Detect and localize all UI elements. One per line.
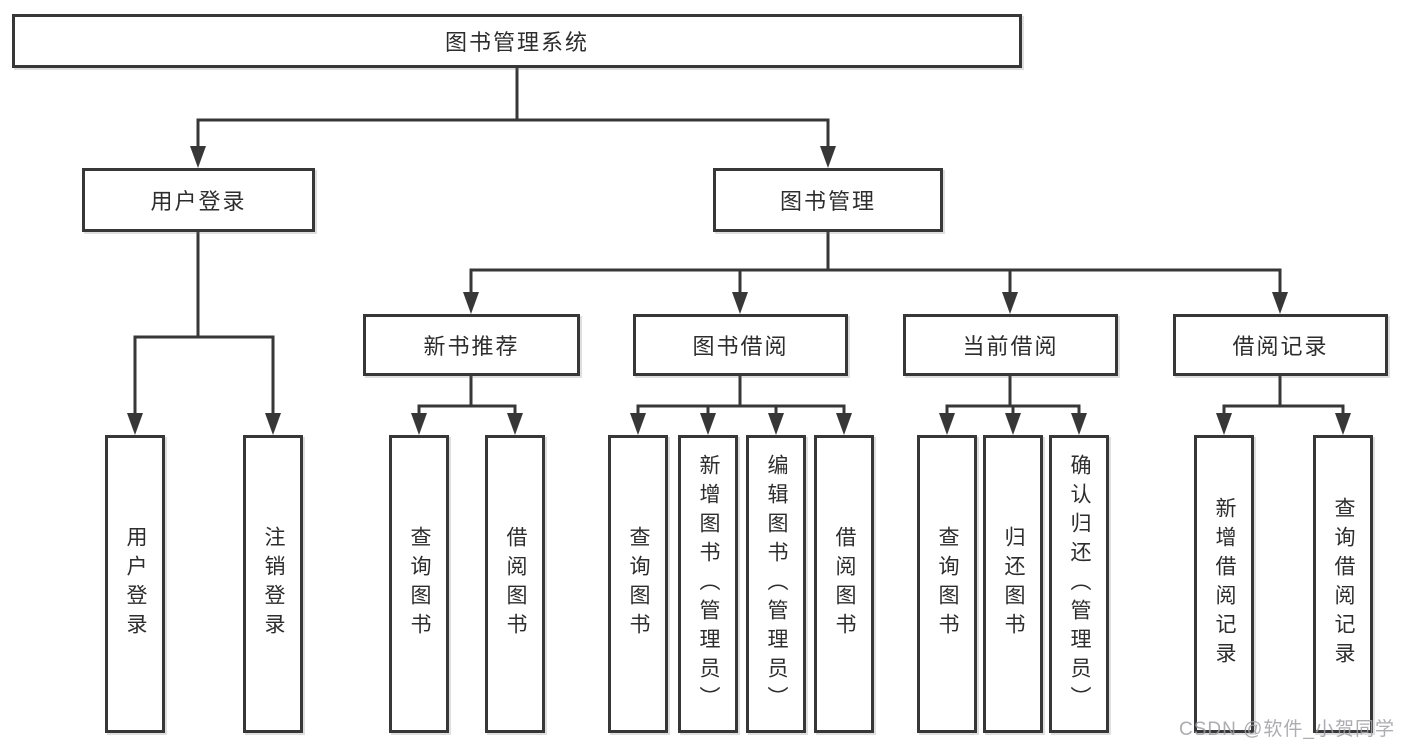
leaf-borrowing-add-label: 新增图书（管理员）	[697, 453, 720, 715]
node-book-borrowing-label: 图书借阅	[692, 334, 789, 359]
arrowhead-cb-confirm	[1071, 413, 1087, 435]
arrowhead-bb-query	[630, 413, 646, 435]
node-borrowing-records: 借阅记录	[1173, 314, 1388, 376]
leaf-current-query: 查询图书	[917, 435, 977, 733]
leaf-current-return-label: 归还图书	[1002, 526, 1025, 642]
node-current-borrowing-label: 当前借阅	[962, 334, 1059, 359]
arrowhead-bb-borrow	[836, 413, 852, 435]
leaf-records-query-label: 查询借阅记录	[1332, 497, 1355, 671]
leaf-borrowing-query-label: 查询图书	[627, 526, 650, 642]
csdn-watermark: CSDN @软件_小贺同学	[1179, 719, 1395, 740]
arrowhead-br-add	[1216, 413, 1232, 435]
arrowhead-new-book	[463, 292, 479, 314]
leaf-borrowing-query: 查询图书	[608, 435, 668, 733]
arrowhead-cb-query	[939, 413, 955, 435]
leaf-borrowing-edit-label: 编辑图书（管理员）	[765, 453, 788, 715]
node-current-borrowing: 当前借阅	[903, 314, 1118, 376]
node-book-borrowing: 图书借阅	[633, 314, 848, 376]
leaf-records-add-label: 新增借阅记录	[1213, 497, 1236, 671]
leaf-newbook-borrow-label: 借阅图书	[504, 526, 527, 642]
leaf-newbook-query-label: 查询图书	[408, 526, 431, 642]
edge-records-children	[1222, 374, 1345, 417]
leaf-borrowing-add: 新增图书（管理员）	[678, 435, 738, 733]
node-user-login-label: 用户登录	[150, 189, 247, 214]
leaf-borrowing-edit: 编辑图书（管理员）	[746, 435, 806, 733]
leaf-records-add: 新增借阅记录	[1194, 435, 1254, 733]
leaf-borrowing-borrow-label: 借阅图书	[833, 526, 856, 642]
leaf-records-query: 查询借阅记录	[1313, 435, 1373, 733]
leaf-user-login: 用户登录	[105, 435, 165, 733]
arrowhead-bb-edit	[768, 413, 784, 435]
leaf-newbook-query: 查询图书	[389, 435, 449, 733]
node-root-system: 图书管理系统	[12, 14, 1022, 68]
node-new-book-recommend-label: 新书推荐	[423, 334, 520, 359]
node-new-book-recommend: 新书推荐	[363, 314, 580, 376]
arrowhead-borrowing	[732, 292, 748, 314]
arrowhead-records	[1272, 292, 1288, 314]
arrowhead-nb-query	[411, 413, 427, 435]
leaf-newbook-borrow: 借阅图书	[485, 435, 545, 733]
edge-new-book-children	[417, 374, 517, 417]
edge-book-mgmt-children	[469, 230, 1282, 296]
node-book-management: 图书管理	[713, 168, 943, 232]
leaf-user-login-label: 用户登录	[124, 526, 147, 642]
node-book-management-label: 图书管理	[779, 189, 876, 214]
arrowhead-bb-add	[700, 413, 716, 435]
arrowhead-book-mgmt	[820, 146, 836, 168]
arrowhead-br-query	[1335, 413, 1351, 435]
arrowhead-login	[127, 413, 143, 435]
arrowhead-user-login	[190, 146, 206, 168]
leaf-current-query-label: 查询图书	[936, 526, 959, 642]
edge-borrowing-children	[636, 374, 846, 417]
leaf-borrowing-borrow: 借阅图书	[814, 435, 874, 733]
leaf-current-return: 归还图书	[983, 435, 1043, 733]
arrowhead-current	[1002, 292, 1018, 314]
arrowhead-logout	[265, 413, 281, 435]
leaf-current-confirm: 确认归还（管理员）	[1049, 435, 1109, 733]
leaf-logout: 注销登录	[243, 435, 303, 733]
edge-root-to-level2	[196, 66, 830, 150]
node-borrowing-records-label: 借阅记录	[1232, 334, 1329, 359]
node-root-system-label: 图书管理系统	[444, 30, 589, 55]
leaf-current-confirm-label: 确认归还（管理员）	[1068, 453, 1091, 715]
edge-current-children	[945, 374, 1081, 417]
leaf-logout-label: 注销登录	[262, 526, 285, 642]
arrowhead-nb-borrow	[507, 413, 523, 435]
edge-user-login-children	[133, 230, 275, 417]
node-user-login: 用户登录	[82, 168, 315, 232]
arrowhead-cb-return	[1005, 413, 1021, 435]
